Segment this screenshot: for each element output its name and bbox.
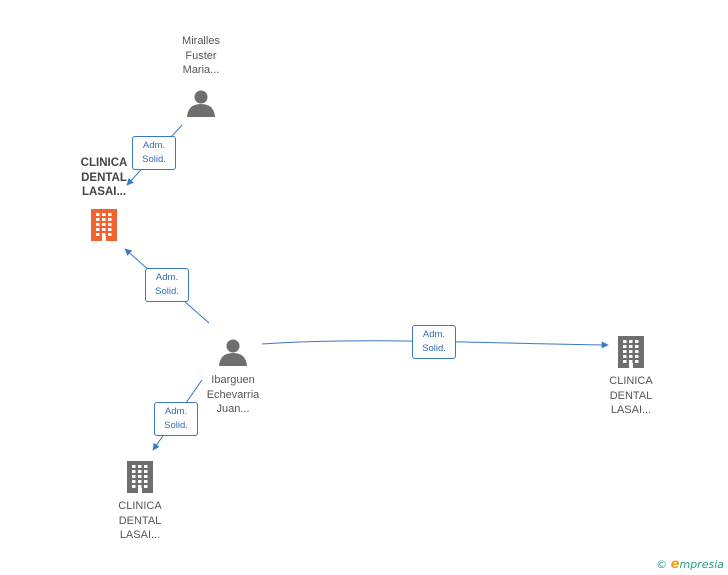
company-icon-clinica_right[interactable] xyxy=(618,336,644,368)
edge-label-ibarguen-to-clinica_bottom[interactable]: Adm. Solid. xyxy=(154,402,198,436)
node-label-clinica_main[interactable]: CLINICA DENTAL LASAI... xyxy=(80,157,128,198)
nodes-layer xyxy=(91,90,644,493)
edge-label-miralles-to-clinica_main[interactable]: Adm. Solid. xyxy=(132,136,176,170)
edge-label-ibarguen-to-clinica_right[interactable]: Adm. Solid. xyxy=(412,325,456,359)
empresia-brand[interactable]: © empresia xyxy=(656,557,724,572)
person-icon-miralles[interactable] xyxy=(187,90,215,118)
company-icon-clinica_bottom[interactable] xyxy=(127,461,153,493)
node-label-ibarguen[interactable]: Ibarguen Echevarria Juan... xyxy=(206,374,260,415)
copyright-symbol: © xyxy=(656,558,668,571)
node-label-miralles[interactable]: Miralles Fuster Maria... xyxy=(182,35,220,76)
brand-logo-text: mpresia xyxy=(679,558,724,571)
node-label-clinica_bottom[interactable]: CLINICA DENTAL LASAI... xyxy=(118,500,162,541)
person-icon-ibarguen[interactable] xyxy=(219,339,247,367)
brand-logo-initial: e xyxy=(670,557,680,572)
edge-label-ibarguen-to-clinica_main[interactable]: Adm. Solid. xyxy=(145,268,189,302)
node-label-clinica_right[interactable]: CLINICA DENTAL LASAI... xyxy=(609,375,653,416)
company-icon-clinica_main[interactable] xyxy=(91,209,117,241)
